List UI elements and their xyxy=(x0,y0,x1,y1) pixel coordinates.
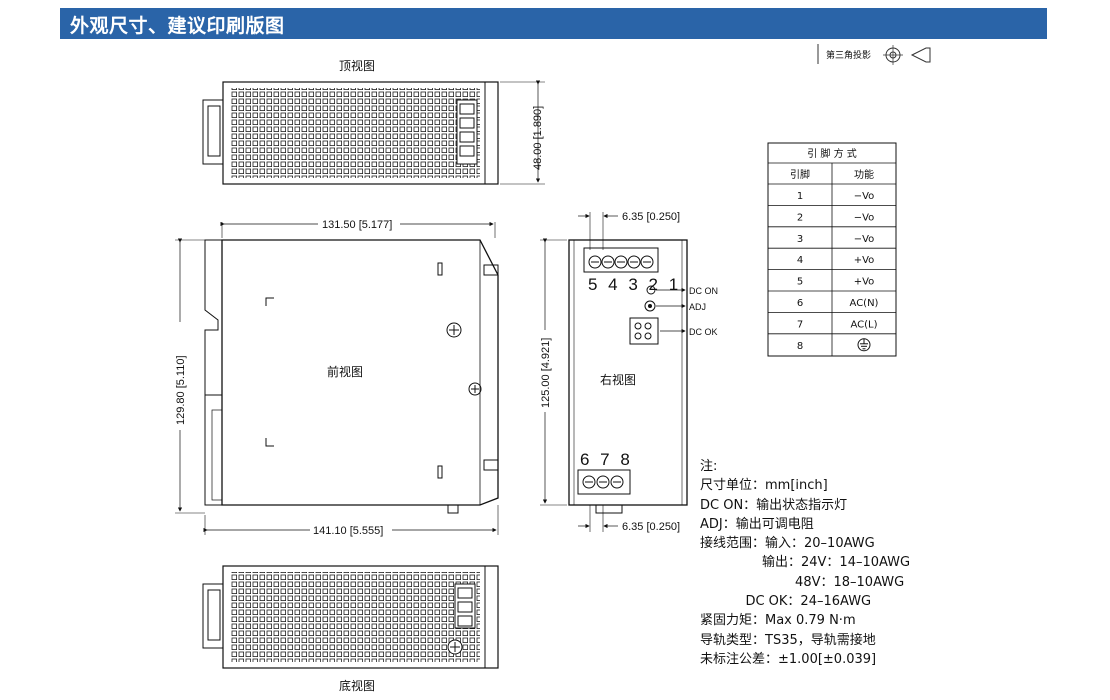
dim-right-height: 125.00 [4.921] xyxy=(540,338,552,408)
pin-function: AC(L) xyxy=(850,319,877,330)
pin-number: 8 xyxy=(797,341,803,352)
dim-front-height: 129.80 [5.110] xyxy=(175,355,187,425)
pin-function: +Vo xyxy=(854,255,875,266)
projection-label: 第三角投影 xyxy=(826,49,871,60)
note-line: 接线范围：输入：20–10AWG xyxy=(700,536,875,552)
right-view-label: 右视图 xyxy=(600,372,636,387)
pin-table-header-pin: 引脚 xyxy=(790,168,810,181)
dim-pitch-top: 6.35 [0.250] xyxy=(622,211,680,223)
pin-function: AC(N) xyxy=(850,298,879,309)
pin-table: 引 脚 方 式 引脚 功能 1 −Vo 2 −Vo 3 −Vo 4 +Vo 5 +Vo 6 AC(N)… xyxy=(767,142,897,357)
dim-top-height: 48.00 [1.890] xyxy=(532,106,544,170)
pin-number: 4 xyxy=(797,255,803,266)
pin-function: −Vo xyxy=(854,212,875,223)
dim-front-width: 131.50 [5.177] xyxy=(322,219,392,231)
note-line: 48V：18–10AWG xyxy=(700,574,905,590)
front-view-label: 前视图 xyxy=(327,364,363,379)
pin-number: 2 xyxy=(797,212,803,223)
pin-function: −Vo xyxy=(854,234,875,245)
terminal-bottom-numbers: 6 7 8 xyxy=(580,450,633,469)
terminal-top-numbers: 5 4 3 2 1 xyxy=(588,275,681,294)
pin-number: 1 xyxy=(797,191,803,202)
notes-block: 注: 尺寸单位：mm[inch] DC ON：输出状态指示灯 ADJ：输出可调电阻接线… xyxy=(700,457,910,669)
pin-number: 5 xyxy=(797,277,803,288)
projection-symbol: 第三角投影 xyxy=(817,44,931,65)
note-line: 尺寸单位：mm[inch] xyxy=(700,478,828,494)
pin-number: 6 xyxy=(797,298,803,309)
bottom-view-label: 底视图 xyxy=(339,678,375,693)
note-line: 注: xyxy=(700,459,718,474)
bottom-view: 底视图 xyxy=(202,565,499,693)
note-line: 未标注公差：±1.00[±0.039] xyxy=(700,651,877,667)
note-line: 输出：24V：14–10AWG xyxy=(700,555,911,571)
callout-adj: ADJ xyxy=(689,302,706,312)
pin-table-header-function: 功能 xyxy=(854,168,874,181)
note-line: 紧固力矩：Max 0.79 N·m xyxy=(700,613,856,629)
callout-dc-ok: DC OK xyxy=(689,327,718,337)
note-line: DC ON：输出状态指示灯 xyxy=(700,497,848,513)
top-view: 顶视图 48.00 [1.890] xyxy=(202,58,545,185)
callout-dc-on: DC ON xyxy=(689,286,718,296)
header-banner: 外观尺寸、建议印刷版图 xyxy=(60,8,1047,39)
pin-table-title: 引 脚 方 式 xyxy=(807,147,857,160)
pin-function: −Vo xyxy=(854,191,875,202)
page-title: 外观尺寸、建议印刷版图 xyxy=(70,15,285,37)
pin-number: 7 xyxy=(797,319,803,330)
front-view: 131.50 [5.177] 前视图 129.80 [5.110] xyxy=(175,219,499,537)
ground-icon xyxy=(857,338,871,352)
note-line: ADJ：输出可调电阻 xyxy=(700,516,814,532)
note-line: DC OK：24–16AWG xyxy=(700,594,872,610)
pin-number: 3 xyxy=(797,234,803,245)
dim-pitch-bottom: 6.35 [0.250] xyxy=(622,521,680,533)
note-line: 导轨类型：TS35，导轨需接地 xyxy=(700,632,876,648)
top-view-label: 顶视图 xyxy=(339,58,375,73)
dim-front-depth: 141.10 [5.555] xyxy=(313,525,383,537)
pin-function: +Vo xyxy=(854,277,875,288)
right-view: 6.35 [0.250] 5 4 3 2 1 DC ON ADJ DC OK 右… xyxy=(540,211,718,533)
